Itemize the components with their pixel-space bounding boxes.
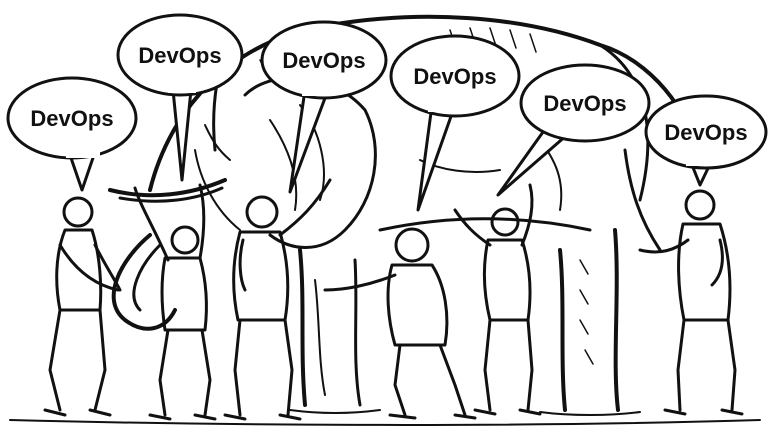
speech-bubble-man-5: DevOps bbox=[496, 63, 651, 197]
speech-bubble-man-3: DevOps bbox=[260, 20, 388, 194]
speech-bubble-man-4: DevOps bbox=[389, 34, 521, 212]
man-1-figure bbox=[43, 196, 122, 417]
speech-bubble-man-6: DevOps bbox=[644, 94, 768, 187]
speech-bubble-text: DevOps bbox=[543, 91, 626, 116]
speech-bubble-man-2: DevOps bbox=[116, 13, 244, 182]
man-2-figure bbox=[133, 183, 217, 421]
man-6-figure bbox=[638, 189, 744, 416]
speech-bubble-text: DevOps bbox=[413, 64, 496, 89]
man-3-figure bbox=[223, 178, 332, 421]
man-4-figure bbox=[323, 227, 477, 420]
elephant bbox=[9, 14, 761, 426]
man-5-figure bbox=[453, 183, 542, 416]
speech-bubble-text: DevOps bbox=[664, 120, 747, 145]
speech-bubble-text: DevOps bbox=[30, 106, 113, 131]
speech-bubble-text: DevOps bbox=[282, 48, 365, 73]
speech-bubble-text: DevOps bbox=[138, 43, 221, 68]
speech-bubble-man-1: DevOps bbox=[6, 76, 138, 192]
